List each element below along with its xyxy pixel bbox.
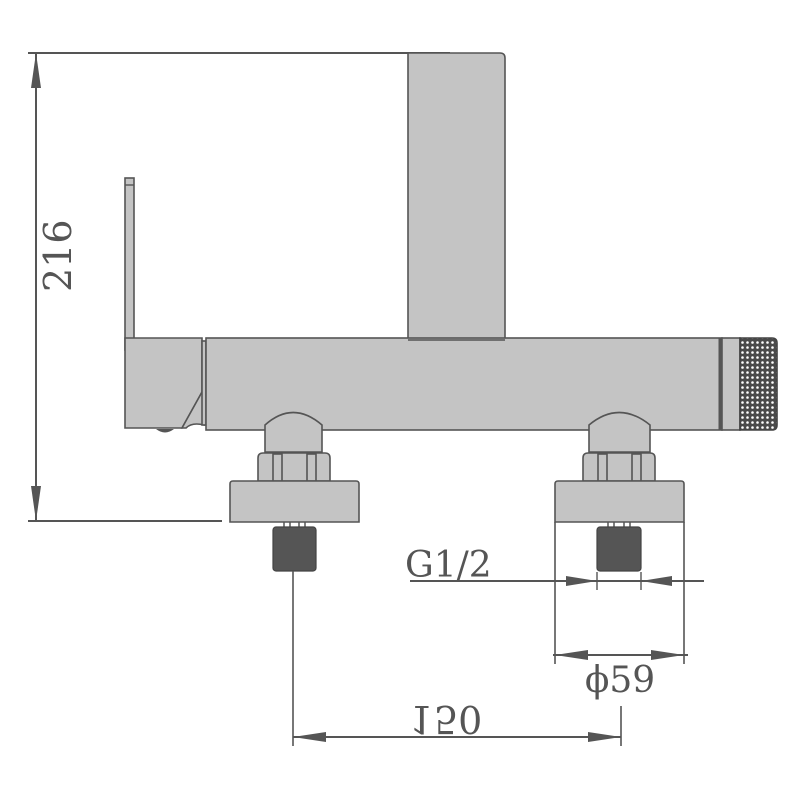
- center-distance-dimension: 150: [292, 571, 622, 746]
- left-dome: [264, 411, 323, 453]
- spout: [407, 52, 506, 341]
- right-connector: [554, 411, 685, 572]
- end-cap-ring: [721, 337, 741, 431]
- arrow-down-icon: [31, 486, 41, 521]
- arrow-left-icon: [555, 650, 588, 660]
- knurl-grip: [739, 337, 778, 431]
- thread-value: G1/2: [405, 545, 492, 586]
- left-flange: [229, 480, 360, 523]
- lever-handle: [124, 177, 207, 433]
- arrow-right-icon: [566, 576, 597, 586]
- center-distance-value: 150: [410, 697, 483, 741]
- right-thread: [596, 526, 642, 572]
- arrow-right-icon: [651, 650, 684, 660]
- lever-pin: [156, 429, 174, 433]
- left-nut: [257, 452, 331, 482]
- diameter-value: ϕ59: [585, 660, 655, 701]
- arrow-up-icon: [31, 53, 41, 88]
- flange-diameter-dimension: ϕ59: [553, 522, 688, 701]
- right-nut: [582, 452, 656, 482]
- lever-bar: [124, 177, 135, 351]
- left-connector: [229, 411, 360, 572]
- height-value: 216: [36, 219, 80, 292]
- height-dimension: 216: [28, 52, 450, 522]
- right-dome: [588, 411, 651, 453]
- right-flange: [554, 480, 685, 523]
- thread-dimension: G1/2: [405, 545, 704, 590]
- arrow-left-icon: [641, 576, 672, 586]
- knurled-end-cap: [718, 337, 778, 431]
- arrow-right-icon: [588, 732, 621, 742]
- arrow-left-icon: [293, 732, 326, 742]
- left-thread: [272, 526, 317, 572]
